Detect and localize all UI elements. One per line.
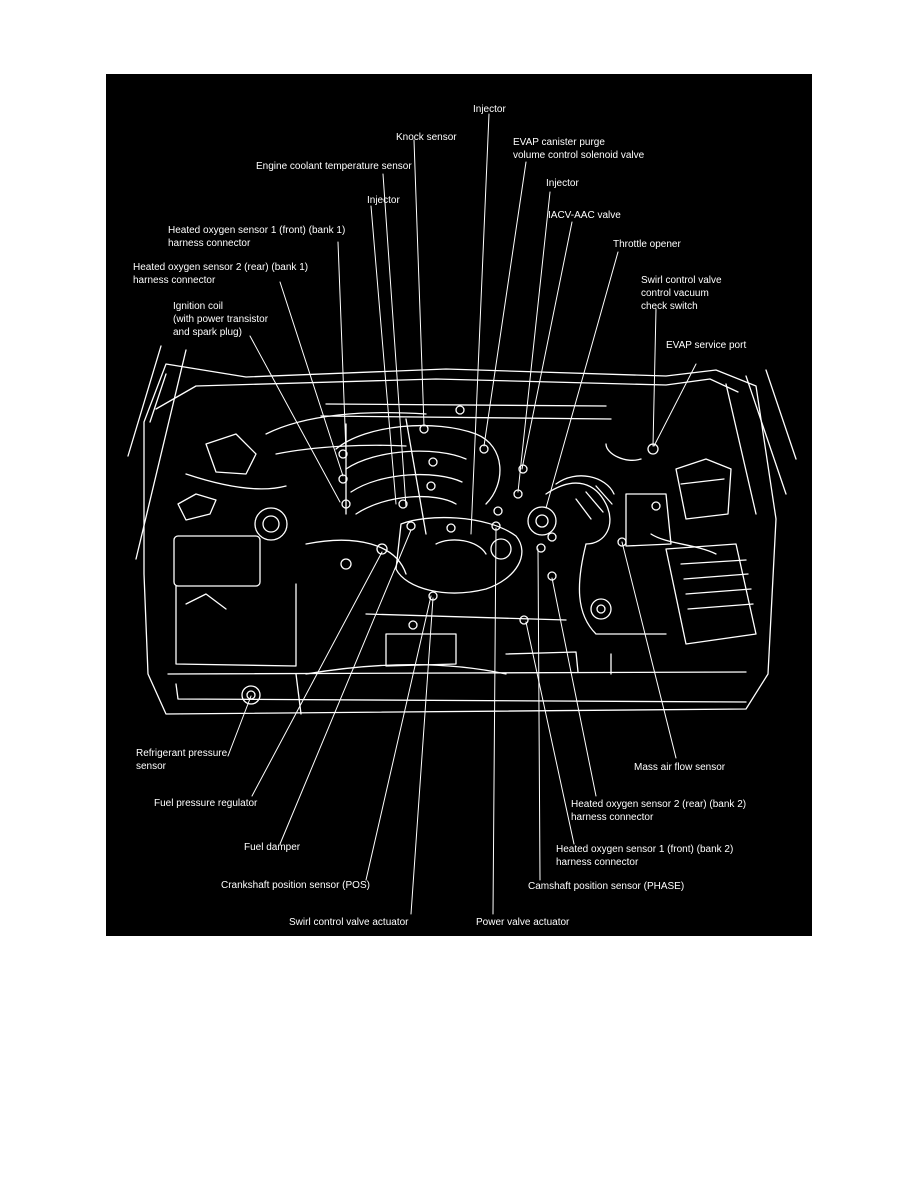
label-fuel-damper: Fuel damper (244, 842, 301, 853)
engine-component-diagram: Injector Knock sensor EVAP canister purg… (106, 74, 812, 936)
label-engine-coolant-sensor: Engine coolant temperature sensor (256, 161, 412, 172)
leader-lines (227, 113, 697, 915)
label-power-valve-actuator: Power valve actuator (476, 917, 570, 928)
label-throttle-opener: Throttle opener (613, 239, 681, 250)
sensor-markers (338, 405, 661, 630)
right-components (590, 443, 757, 645)
air-intake-duct (527, 475, 667, 635)
label-ho2s2-bank2: Heated oxygen sensor 2 (rear) (bank 2) h… (571, 799, 747, 823)
label-fuel-pressure-regulator: Fuel pressure regulator (154, 798, 258, 809)
label-swirl-vacuum-switch: Swirl control valve control vacuum check… (641, 275, 722, 312)
intake-manifold (320, 403, 612, 594)
label-swirl-control-valve-actuator: Swirl control valve actuator (289, 917, 409, 928)
label-ignition-coil: Ignition coil (with power transistor and… (173, 301, 269, 338)
label-refrigerant-pressure-sensor: Refrigerant pressure sensor (136, 748, 228, 772)
label-ho2s2-bank1: Heated oxygen sensor 2 (rear) (bank 1) h… (133, 262, 309, 286)
label-knock-sensor: Knock sensor (396, 132, 457, 143)
left-components (173, 433, 302, 715)
engine-drawing (127, 113, 797, 915)
label-mass-air-flow-sensor: Mass air flow sensor (634, 762, 726, 773)
body-outline (127, 345, 797, 715)
label-injector-top: Injector (473, 104, 506, 115)
label-injector-left: Injector (367, 195, 400, 206)
label-evap-service-port: EVAP service port (666, 340, 747, 351)
label-crankshaft-position-sensor: Crankshaft position sensor (POS) (221, 880, 370, 891)
harness-lines (265, 411, 612, 675)
label-injector-right: Injector (546, 178, 579, 189)
label-ho2s1-bank2: Heated oxygen sensor 1 (front) (bank 2) … (556, 844, 734, 868)
label-ho2s1-bank1: Heated oxygen sensor 1 (front) (bank 1) … (168, 225, 346, 249)
label-iacv-aac-valve: IACV-AAC valve (548, 210, 621, 221)
label-evap-purge-valve: EVAP canister purge volume control solen… (513, 137, 645, 161)
label-camshaft-position-sensor: Camshaft position sensor (PHASE) (528, 881, 685, 892)
